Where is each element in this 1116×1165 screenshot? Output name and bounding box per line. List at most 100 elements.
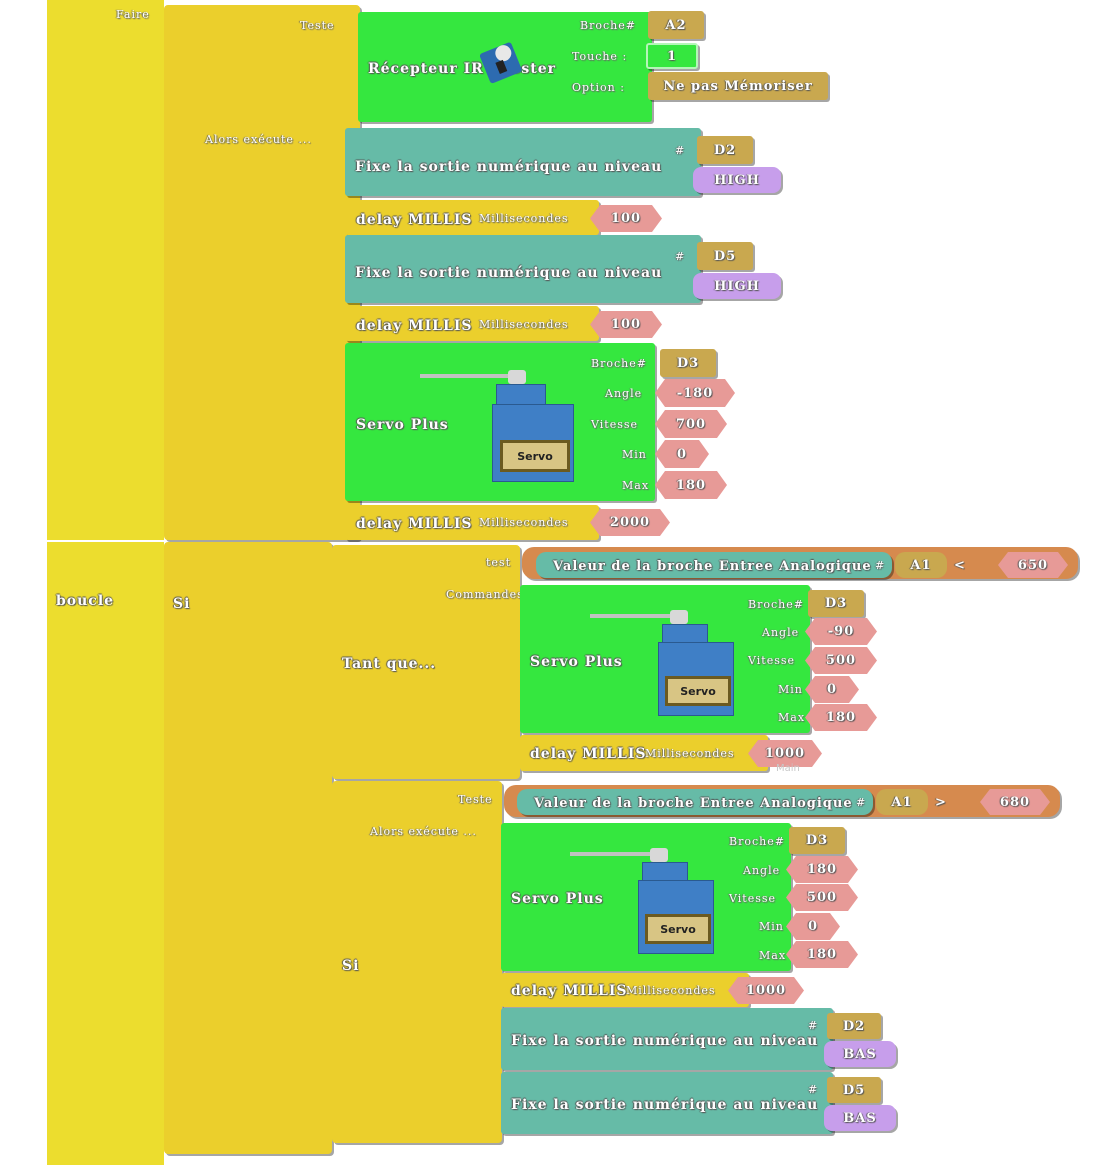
analog-read-block[interactable] xyxy=(517,789,873,815)
servo-angle-value[interactable]: -90 xyxy=(805,618,877,645)
ir-touche-label: Touche : xyxy=(572,50,628,63)
delay-block[interactable] xyxy=(345,306,599,341)
milliseconds-label: Millisecondes xyxy=(479,212,569,225)
servo-broche-label: Broche# xyxy=(591,357,647,370)
servo-vitesse-value[interactable]: 500 xyxy=(786,884,858,911)
servo-angle-value[interactable]: -180 xyxy=(655,379,735,407)
ir-broche-value[interactable]: A2 xyxy=(648,11,704,39)
servo-icon: Servo xyxy=(420,368,580,483)
servo-vitesse-value[interactable]: 700 xyxy=(655,410,727,438)
servo-vitesse-label: Vitesse xyxy=(729,892,776,905)
loop-si-label: Si xyxy=(173,596,191,612)
pin-hash-label: # xyxy=(675,144,686,157)
delay-block[interactable] xyxy=(501,973,749,1007)
delay-block[interactable] xyxy=(345,200,599,235)
servo-max-value[interactable]: 180 xyxy=(805,704,877,731)
setup-if-block[interactable] xyxy=(164,5,360,540)
servo-angle-value[interactable]: 180 xyxy=(786,856,858,883)
ir-touche-value[interactable]: 1 xyxy=(646,43,698,69)
delay-block[interactable] xyxy=(520,735,768,771)
main-watermark: Main xyxy=(776,763,800,774)
servo-broche-value[interactable]: D3 xyxy=(808,590,864,617)
pin-hash-label: # xyxy=(675,250,686,263)
delay-label: delay MILLIS xyxy=(511,983,628,999)
compare-operator[interactable]: < xyxy=(954,557,966,573)
milliseconds-label: Millisecondes xyxy=(626,984,716,997)
level-value-bas[interactable]: BAS xyxy=(824,1105,896,1131)
while-commandes-label: Commandes xyxy=(446,588,524,601)
level-value-high[interactable]: HIGH xyxy=(693,167,781,193)
while-block[interactable] xyxy=(332,545,520,779)
servo-max-value[interactable]: 180 xyxy=(655,471,727,499)
faire-label: Faire xyxy=(116,8,150,21)
delay-value[interactable]: 100 xyxy=(590,205,662,232)
pin-value-d2[interactable]: D2 xyxy=(697,136,753,164)
compare-value[interactable]: 680 xyxy=(980,789,1050,815)
servo-min-value[interactable]: 0 xyxy=(805,676,859,703)
servo-angle-label: Angle xyxy=(743,864,781,877)
digital-write-block-d2[interactable] xyxy=(345,128,701,196)
level-value-bas[interactable]: BAS xyxy=(824,1041,896,1067)
pin-value-d5[interactable]: D5 xyxy=(827,1077,881,1103)
servo-vitesse-label: Vitesse xyxy=(591,418,638,431)
pin-value-d5[interactable]: D5 xyxy=(697,242,753,270)
compare-value[interactable]: 650 xyxy=(998,552,1068,578)
milliseconds-label: Millisecondes xyxy=(479,318,569,331)
servo-max-value[interactable]: 180 xyxy=(786,941,858,968)
pin-hash-label: # xyxy=(875,559,886,572)
digital-write-block-d2[interactable] xyxy=(501,1008,833,1070)
servo-vitesse-value[interactable]: 500 xyxy=(805,647,877,674)
pin-hash-label: # xyxy=(808,1019,819,1032)
servo-angle-label: Angle xyxy=(762,626,800,639)
teste-label: Teste xyxy=(300,19,335,32)
analog-pin-value[interactable]: A1 xyxy=(876,789,928,815)
ir-title: Récepteur IR : Tester xyxy=(368,61,557,77)
servo-icon: Servo xyxy=(570,848,730,958)
delay-label: delay MILLIS xyxy=(356,516,473,532)
compare-operator[interactable]: > xyxy=(935,794,947,810)
digital-write-label: Fixe la sortie numérique au niveau xyxy=(511,1097,819,1113)
servo-broche-value[interactable]: D3 xyxy=(660,349,716,377)
inner-si-label: Si xyxy=(342,958,360,974)
servo-min-value[interactable]: 0 xyxy=(655,440,709,468)
setup-block-frame[interactable] xyxy=(47,0,164,540)
servo-broche-value[interactable]: D3 xyxy=(789,827,845,854)
digital-write-block-d5[interactable] xyxy=(501,1072,833,1134)
servo-broche-label: Broche# xyxy=(748,598,804,611)
loop-si-block[interactable] xyxy=(164,542,332,1154)
milliseconds-label: Millisecondes xyxy=(645,747,735,760)
ir-broche-label: Broche# xyxy=(580,19,636,32)
while-label: Tant que... xyxy=(342,656,437,672)
servo-min-label: Min xyxy=(759,920,784,933)
servo-angle-label: Angle xyxy=(605,387,643,400)
analog-read-label: Valeur de la broche Entree Analogique xyxy=(553,559,872,574)
analog-read-block[interactable] xyxy=(536,552,892,578)
delay-value[interactable]: 1000 xyxy=(728,977,804,1004)
delay-label: delay MILLIS xyxy=(356,318,473,334)
ir-option-value[interactable]: Ne pas Mémoriser xyxy=(648,72,828,100)
delay-value[interactable]: 2000 xyxy=(590,509,670,536)
servo-min-value[interactable]: 0 xyxy=(786,913,840,940)
servo-title: Servo Plus xyxy=(356,417,449,433)
servo-min-label: Min xyxy=(622,448,647,461)
delay-label: delay MILLIS xyxy=(530,746,647,762)
digital-write-label: Fixe la sortie numérique au niveau xyxy=(511,1033,819,1049)
level-value-high[interactable]: HIGH xyxy=(693,273,781,299)
delay-label: delay MILLIS xyxy=(356,212,473,228)
analog-pin-value[interactable]: A1 xyxy=(895,552,947,578)
servo-max-label: Max xyxy=(622,479,650,492)
analog-read-label: Valeur de la broche Entree Analogique xyxy=(534,796,853,811)
pin-value-d2[interactable]: D2 xyxy=(827,1013,881,1039)
delay-value[interactable]: 1000 xyxy=(748,740,822,767)
alors-label: Alors exécute ... xyxy=(205,133,312,146)
servo-icon: Servo xyxy=(590,610,750,720)
milliseconds-label: Millisecondes xyxy=(479,516,569,529)
delay-block[interactable] xyxy=(345,505,599,540)
digital-write-block-d5[interactable] xyxy=(345,235,701,303)
loop-block-frame[interactable] xyxy=(47,542,164,1165)
inner-si-block[interactable] xyxy=(332,781,502,1143)
delay-value[interactable]: 100 xyxy=(590,311,662,338)
digital-write-label: Fixe la sortie numérique au niveau xyxy=(355,159,663,175)
servo-max-label: Max xyxy=(778,711,806,724)
inner-alors-label: Alors exécute ... xyxy=(370,825,477,838)
